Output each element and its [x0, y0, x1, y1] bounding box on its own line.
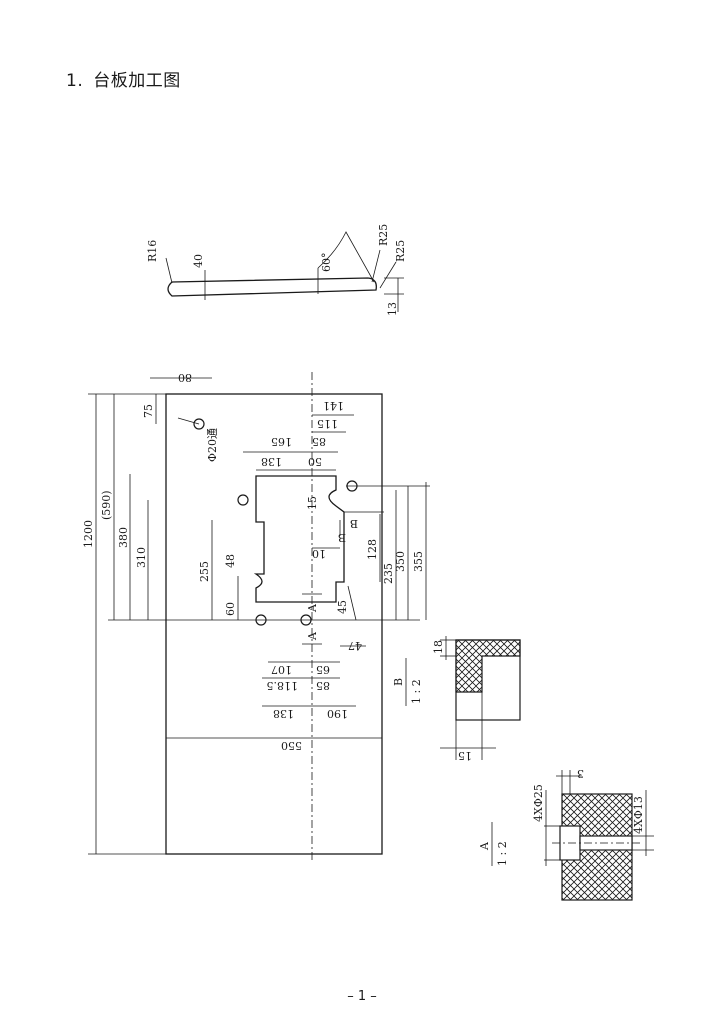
- detail-b-dim-18: 18: [432, 640, 445, 654]
- dim-15: 15: [306, 496, 319, 510]
- dim-255: 255: [198, 561, 211, 582]
- detail-a: A 1 : 2 3 4XΦ25 4XΦ13: [478, 767, 654, 901]
- detail-b-dim-15: 15: [458, 749, 472, 762]
- board-outline: [165, 393, 383, 855]
- dim-107: 107: [271, 663, 292, 676]
- page-title: 1. 台板加工图: [66, 66, 181, 91]
- dim-235: 235: [382, 563, 395, 584]
- detail-b-scale: 1 : 2: [410, 679, 423, 704]
- dim-355: 355: [412, 551, 425, 572]
- dim-590: (590): [100, 490, 113, 520]
- title-text: 台板加工图: [93, 71, 181, 91]
- dim-141: 141: [323, 399, 344, 412]
- side-view: R16 40 60° R25 R25 13: [146, 224, 407, 316]
- dim-115: 115: [317, 417, 338, 430]
- dim-310: 310: [135, 547, 148, 568]
- detail-a-scale: 1 : 2: [496, 841, 509, 866]
- side-profile: [167, 277, 377, 297]
- dim-80: 80: [178, 371, 192, 384]
- dim-40: 40: [192, 254, 205, 268]
- phi20-leader: [177, 417, 200, 425]
- dim-138-bot: 138: [273, 707, 294, 720]
- dim-380: 380: [117, 527, 130, 548]
- detail-b: B 1 : 2 18 15: [392, 636, 521, 762]
- dim-1200: 1200: [82, 520, 95, 548]
- page-number: – 1 –: [347, 989, 377, 1004]
- dim-r25-a: R25: [377, 224, 390, 246]
- dim-75: 75: [142, 404, 155, 418]
- dim-128: 128: [366, 539, 379, 560]
- dim-r25-b: R25: [394, 240, 407, 262]
- dim-13: 13: [386, 302, 399, 316]
- r16-leader: [165, 257, 173, 284]
- dim-angle: 60°: [320, 253, 333, 273]
- dim-47: 47: [348, 639, 362, 652]
- r25a-leader: [371, 249, 381, 283]
- section-a-label-2: A: [306, 631, 319, 641]
- d45-line: [347, 585, 357, 621]
- dim-65: 65: [316, 663, 330, 676]
- section-a-label-1: A: [306, 603, 319, 613]
- detail-a-label: A: [478, 841, 491, 851]
- angle-arc: [317, 231, 375, 283]
- detail-a-dim-hole: 4XΦ13: [632, 796, 645, 834]
- title-number: 1.: [66, 71, 84, 91]
- dim-85-top: 85: [312, 435, 326, 448]
- dim-85-bot: 85: [316, 679, 330, 692]
- detail-b-section: [455, 639, 521, 693]
- machine-cutout: [253, 475, 345, 603]
- dim-118: 118.5: [267, 679, 299, 692]
- dim-550: 550: [281, 739, 302, 752]
- dim-45: 45: [336, 600, 349, 614]
- dim-10: 10: [312, 547, 326, 560]
- r25b-leader: [379, 261, 397, 289]
- dim-60: 60: [224, 602, 237, 616]
- dim-190: 190: [327, 707, 348, 720]
- section-b-label-1: B: [338, 531, 346, 544]
- dim-138-top: 138: [261, 455, 282, 468]
- dim-48: 48: [224, 554, 237, 568]
- detail-b-label: B: [392, 678, 405, 686]
- plan-view: 1200 (590) 380 310 75 255 48 60 128 235 …: [82, 371, 430, 862]
- dim-r16: R16: [146, 240, 159, 262]
- detail-a-dim-cb: 4XΦ25: [532, 784, 545, 822]
- dim-350: 350: [394, 551, 407, 572]
- dim-165: 165: [271, 435, 292, 448]
- hole-1: [237, 494, 249, 506]
- dim-50: 50: [308, 455, 322, 468]
- hole-note: Φ20通: [206, 428, 219, 462]
- detail-a-dim-3: 3: [577, 767, 584, 780]
- section-b-label-2: B: [350, 517, 358, 530]
